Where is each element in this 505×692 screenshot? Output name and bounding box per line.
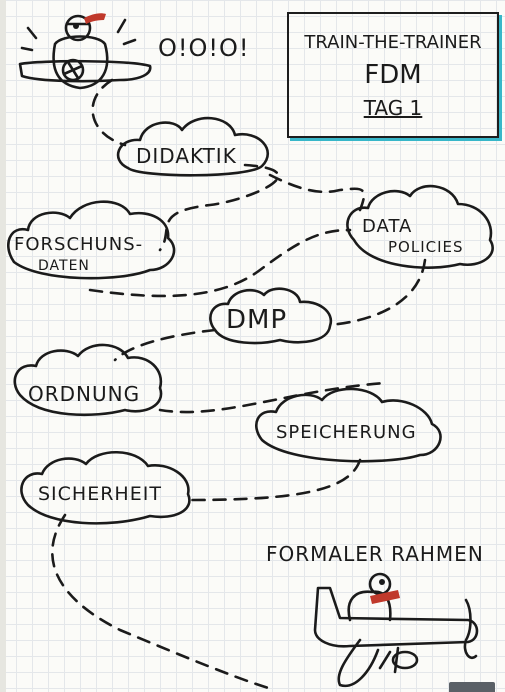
topic-speicherung: Speicherung [276, 422, 417, 443]
cloud-didaktik [116, 116, 269, 177]
scarf-top [84, 13, 106, 24]
topic-forschungsdaten-line2: Daten [38, 258, 90, 274]
topic-data: Data [362, 216, 413, 237]
scarf-bottom [370, 590, 400, 604]
corner-tab [449, 682, 495, 692]
topic-dmp: DMP [226, 305, 288, 335]
topic-ordnung: Ordnung [28, 382, 141, 406]
title-box: Train-the-Trainer FDM Tag 1 [287, 12, 499, 138]
topic-forschungsdaten-line1: Forschuns- [14, 234, 144, 255]
cloud-forschungsdaten [7, 200, 176, 280]
cloud-data-policies [346, 184, 494, 269]
footer-heading: Formaler Rahmen [266, 542, 484, 566]
title-line-3: Tag 1 [363, 96, 423, 120]
topic-policies: Policies [388, 238, 464, 256]
cloud-sicherheit [20, 451, 191, 525]
biplane-bottom-icon [313, 572, 479, 688]
title-line-1: Train-the-Trainer [304, 32, 482, 53]
flight-path [51, 78, 427, 692]
cloud-dmp [209, 287, 333, 345]
topic-sicherheit: Sicherheit [38, 483, 162, 505]
topic-didaktik: Didaktik [136, 144, 237, 168]
exclamation-text: O!O!O! [158, 34, 250, 62]
cloud-ordnung [13, 343, 163, 417]
title-line-2: FDM [364, 60, 422, 90]
cloud-speicherung [255, 387, 442, 463]
sheet-edge [0, 0, 6, 692]
biplane-top-icon [18, 14, 152, 90]
